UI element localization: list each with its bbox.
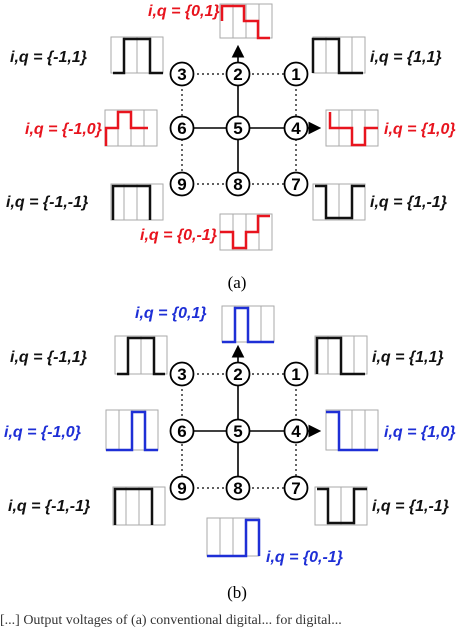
svg-text:6: 6 [177, 119, 186, 138]
svg-text:5: 5 [233, 119, 242, 138]
caption-b: (b) [227, 583, 247, 602]
diagram-a: 1 2 3 4 5 6 7 8 9 [6, 3, 456, 292]
node-9-a: 9 [169, 171, 195, 197]
waveforms-b [106, 306, 378, 558]
nodes-b: 1 2 3 4 5 6 7 8 9 [169, 361, 309, 501]
waveform-bottom-right-a [315, 184, 365, 220]
waveform-top-right-b [315, 336, 365, 376]
node-7-a: 7 [283, 171, 309, 197]
node-6-b: 6 [169, 418, 195, 444]
node-5-b: 5 [225, 418, 251, 444]
waveform-bottom-center-b [207, 518, 261, 558]
waveform-mid-right-a [328, 112, 378, 147]
node-9-b: 9 [169, 475, 195, 501]
caption-a: (a) [228, 273, 247, 292]
diagram-b: 1 2 3 4 5 6 7 8 9 [4, 305, 456, 602]
svg-text:8: 8 [233, 175, 242, 194]
label-mid-right-b: i,q = {1,0} [384, 424, 456, 441]
footer-caption-fragment: [...] Output voltages of (a) conventiona… [0, 613, 342, 627]
node-3-b: 3 [169, 361, 195, 387]
node-6-a: 6 [169, 115, 195, 141]
svg-text:6: 6 [177, 422, 186, 441]
svg-text:1: 1 [291, 365, 300, 384]
svg-text:7: 7 [291, 175, 300, 194]
node-4-b: 4 [283, 418, 309, 444]
node-2-a: 2 [225, 61, 251, 87]
svg-text:7: 7 [291, 479, 300, 498]
node-8-a: 8 [225, 171, 251, 197]
nodes-a: 1 2 3 4 5 6 7 8 9 [169, 61, 309, 197]
svg-text:9: 9 [177, 175, 186, 194]
label-top-right-a: i,q = {1,1} [370, 49, 442, 66]
node-7-b: 7 [283, 475, 309, 501]
node-1-b: 1 [283, 361, 309, 387]
waveform-bottom-left-a [111, 184, 152, 220]
svg-text:3: 3 [177, 65, 186, 84]
label-bottom-right-b: i,q = {1,-1} [372, 498, 449, 515]
svg-text:2: 2 [233, 65, 242, 84]
waveform-top-right-a [311, 37, 363, 75]
label-top-left-a: i,q = {-1,1} [10, 49, 87, 66]
label-bottom-center-b: i,q = {0,-1} [266, 549, 343, 566]
svg-text:2: 2 [233, 365, 242, 384]
svg-text:1: 1 [291, 65, 300, 84]
label-mid-left-b: i,q = {-1,0} [4, 424, 81, 441]
waveform-mid-right-b [326, 410, 378, 452]
label-top-left-b: i,q = {-1,1} [10, 349, 87, 366]
label-bottom-left-a: i,q = {-1,-1} [6, 194, 88, 211]
waveform-top-left-a [113, 37, 163, 75]
svg-text:3: 3 [177, 365, 186, 384]
waveforms-a [104, 4, 378, 250]
label-bottom-left-b: i,q = {-1,-1} [8, 498, 90, 515]
svg-text:5: 5 [233, 422, 242, 441]
svg-text:8: 8 [233, 479, 242, 498]
label-bottom-right-a: i,q = {1,-1} [370, 194, 447, 211]
label-mid-left-a: i,q = {-1,0} [25, 121, 102, 138]
waveform-bottom-center-a [220, 214, 270, 250]
waveform-mid-left-a [104, 110, 148, 146]
svg-text:4: 4 [291, 422, 301, 441]
label-top-right-b: i,q = {1,1} [372, 349, 444, 366]
label-top-center-b: i,q = {0,1} [135, 305, 207, 322]
waveform-top-left-b [117, 336, 165, 376]
node-4-a: 4 [283, 115, 309, 141]
waveform-bottom-right-b [317, 487, 367, 525]
waveform-bottom-left-b [113, 487, 154, 525]
node-5-a: 5 [225, 115, 251, 141]
waveform-mid-left-b [106, 410, 158, 452]
node-1-a: 1 [283, 61, 309, 87]
svg-text:9: 9 [177, 479, 186, 498]
waveform-top-center-b [222, 306, 274, 344]
label-top-center-a: i,q = {0,1} [148, 3, 220, 20]
svg-text:4: 4 [291, 119, 301, 138]
node-8-b: 8 [225, 475, 251, 501]
label-bottom-center-a: i,q = {0,-1} [140, 227, 217, 244]
label-mid-right-a: i,q = {1,0} [384, 121, 456, 138]
node-2-b: 2 [225, 361, 251, 387]
node-3-a: 3 [169, 61, 195, 87]
waveform-top-center-a [220, 4, 270, 40]
